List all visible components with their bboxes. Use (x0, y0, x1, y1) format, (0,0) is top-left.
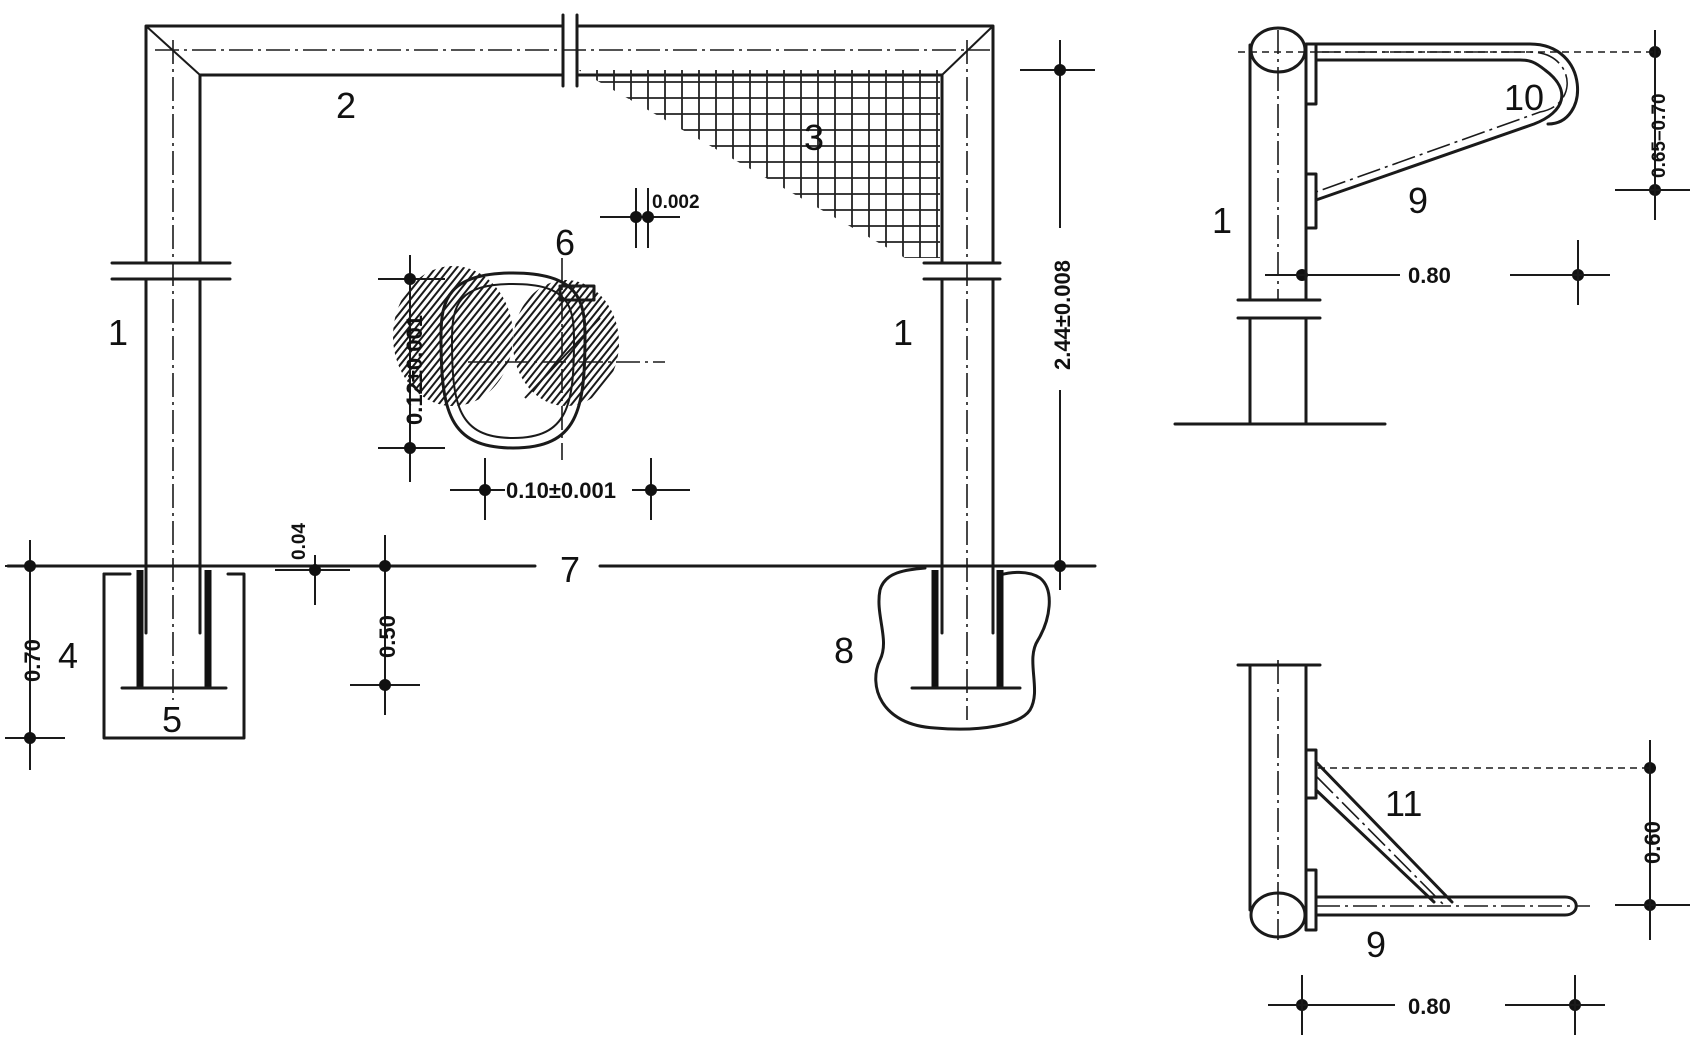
hatch-line (393, 266, 485, 407)
dimension-dot (379, 679, 391, 691)
dim-net-depth-top: 0.65–0.70 (1649, 93, 1670, 178)
label-post-right: 1 (893, 312, 913, 353)
side-view-bottom (1236, 660, 1690, 1035)
dimension-labels: 2.44±0.008 0.12±0.001 0.10±0.001 0.002 0… (20, 93, 1670, 1019)
hatch-line (653, 260, 813, 460)
hatch-line (393, 266, 506, 407)
dimension-dot (404, 442, 416, 454)
label-foundation-base: 5 (162, 699, 182, 740)
hatch-line (603, 266, 619, 407)
dim-sleeve: 0.04 (289, 523, 310, 560)
net-support-bow (1314, 42, 1579, 202)
hatch-line (428, 266, 590, 407)
hatch-line (435, 266, 597, 407)
hatch-line (456, 266, 618, 407)
foundation-irregular (874, 566, 1051, 731)
hatch-line (407, 266, 569, 407)
label-side-top-post: 1 (1212, 200, 1232, 241)
frame-inner-right (575, 73, 944, 635)
post-right-break-mark (922, 261, 1006, 281)
net-mesh (575, 70, 940, 258)
dim-base-depth-top: 0.80 (1408, 263, 1451, 288)
dimension-dot (24, 732, 36, 744)
dimension-dot (479, 484, 491, 496)
dimension-dot (630, 211, 642, 223)
hatch-line (393, 266, 443, 407)
hatch-line (393, 266, 408, 407)
dimension-dot (404, 273, 416, 285)
label-net: 3 (804, 117, 824, 158)
side-view-top (1173, 26, 1690, 426)
profile-groove (558, 284, 596, 302)
foundation-block (102, 570, 246, 740)
hatch-line (463, 266, 619, 407)
hatch-line (646, 260, 806, 460)
goal-post-profile (393, 258, 820, 460)
dim-strut-height: 0.60 (1640, 821, 1665, 864)
hatch-line (617, 266, 619, 407)
hatch-line (632, 260, 792, 460)
label-foundation-irregular: 8 (834, 630, 854, 671)
label-net-bow: 10 (1504, 77, 1544, 118)
dimension-dot (642, 211, 654, 223)
hatch-line (660, 260, 820, 460)
label-support-upper: 9 (1408, 180, 1428, 221)
hatch-line (526, 266, 619, 407)
dim-profile-width: 0.10±0.001 (506, 478, 616, 503)
part-labels: 1 1 2 3 4 5 6 7 8 1 9 10 11 9 (58, 77, 1544, 965)
dim-profile-height: 0.12±0.001 (402, 315, 427, 425)
hatch-line (596, 266, 619, 407)
hatch-line (498, 266, 619, 407)
hatch-line (393, 266, 520, 407)
hatch-line (414, 266, 576, 407)
hatch-line (393, 266, 450, 407)
hatch-line (512, 266, 619, 407)
label-support-lower: 9 (1366, 924, 1386, 965)
hatch-line (393, 266, 527, 407)
hatch-line (505, 266, 619, 407)
dimension-dot (1054, 64, 1066, 76)
label-crossbar: 2 (336, 85, 356, 126)
hatch-line (442, 266, 604, 407)
hatch-line (393, 266, 499, 407)
goal-frame (110, 13, 1006, 720)
hatch-line (393, 266, 464, 407)
hatch-line (393, 266, 471, 407)
hatch-line (393, 266, 415, 407)
hatch-line (393, 266, 436, 407)
dimension-dot (379, 560, 391, 572)
hatch-line (610, 266, 619, 407)
hatch-line (533, 266, 619, 407)
hatch-line (519, 266, 619, 407)
label-foundation-block: 4 (58, 635, 78, 676)
hatch-line (393, 266, 513, 407)
label-post-left: 1 (108, 312, 128, 353)
hatch-line (393, 266, 401, 407)
post-left-break-mark (110, 261, 232, 281)
hatch-line (421, 266, 583, 407)
dimension-dot (645, 484, 657, 496)
dim-gap: 0.002 (652, 192, 700, 213)
dim-ground-depth: 0.50 (375, 615, 400, 658)
hatch-line (393, 266, 457, 407)
hatch-line (625, 260, 785, 460)
dim-foundation-depth: 0.70 (20, 639, 45, 682)
hatch-line (491, 266, 619, 407)
dim-height: 2.44±0.008 (1050, 260, 1075, 370)
hatch-line (400, 266, 562, 407)
dimension-dot (309, 564, 321, 576)
dim-base-depth-bottom: 0.80 (1408, 994, 1451, 1019)
hatch-line (449, 266, 611, 407)
dimension-dot (24, 560, 36, 572)
support-strut (1314, 760, 1454, 904)
label-ground: 7 (560, 549, 580, 590)
frame-inner-left (198, 73, 565, 635)
label-profile: 6 (555, 222, 575, 263)
hatch-line (639, 260, 799, 460)
hatch-line (393, 266, 478, 407)
dimension-dot (1054, 560, 1066, 572)
label-strut: 11 (1385, 783, 1422, 824)
